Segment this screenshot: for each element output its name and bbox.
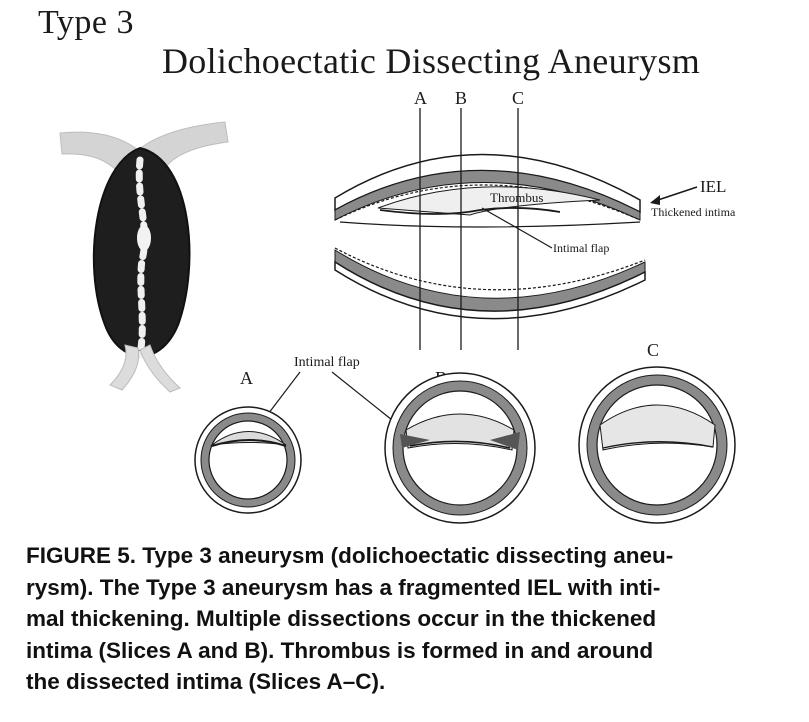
cross-section-c <box>578 366 736 524</box>
slice-marker-c: C <box>512 88 524 108</box>
figure-illustration: A B C Thrombus IEL Thickened intima Inti… <box>59 88 736 524</box>
cross-section-a <box>194 406 302 514</box>
thrombus-label: Thrombus <box>490 190 543 205</box>
caption-line: mal thickening. Multiple dissections occ… <box>26 606 657 631</box>
cross-section-b <box>384 372 536 524</box>
angiogram-image <box>59 121 229 393</box>
intimal-flap-long-pointer <box>481 207 553 249</box>
caption-line: FIGURE 5. Type 3 aneurysm (dolichoectati… <box>26 543 674 568</box>
figure-title: Dolichoectatic Dissecting Aneurysm <box>162 41 701 81</box>
thickened-intima-label: Thickened intima <box>651 205 736 219</box>
intimal-flap-long-label: Intimal flap <box>553 241 609 255</box>
slice-marker-b: B <box>455 88 467 108</box>
longitudinal-section <box>334 153 646 320</box>
cross-section-label-a: A <box>240 368 253 388</box>
iel-label: IEL <box>700 177 726 196</box>
caption-line: rysm). The Type 3 aneurysm has a fragmen… <box>26 574 661 600</box>
slice-marker-a: A <box>414 88 427 108</box>
caption-line: intima (Slices A and B). Thrombus is for… <box>26 637 654 663</box>
cross-section-label-c: C <box>647 340 659 360</box>
type-label: Type 3 <box>38 4 134 41</box>
caption-line: the dissected intima (Slices A–C). <box>26 669 386 694</box>
figure-caption: FIGURE 5. Type 3 aneurysm (dolichoectati… <box>26 540 786 698</box>
intimal-flap-cross-label: Intimal flap <box>294 355 360 370</box>
